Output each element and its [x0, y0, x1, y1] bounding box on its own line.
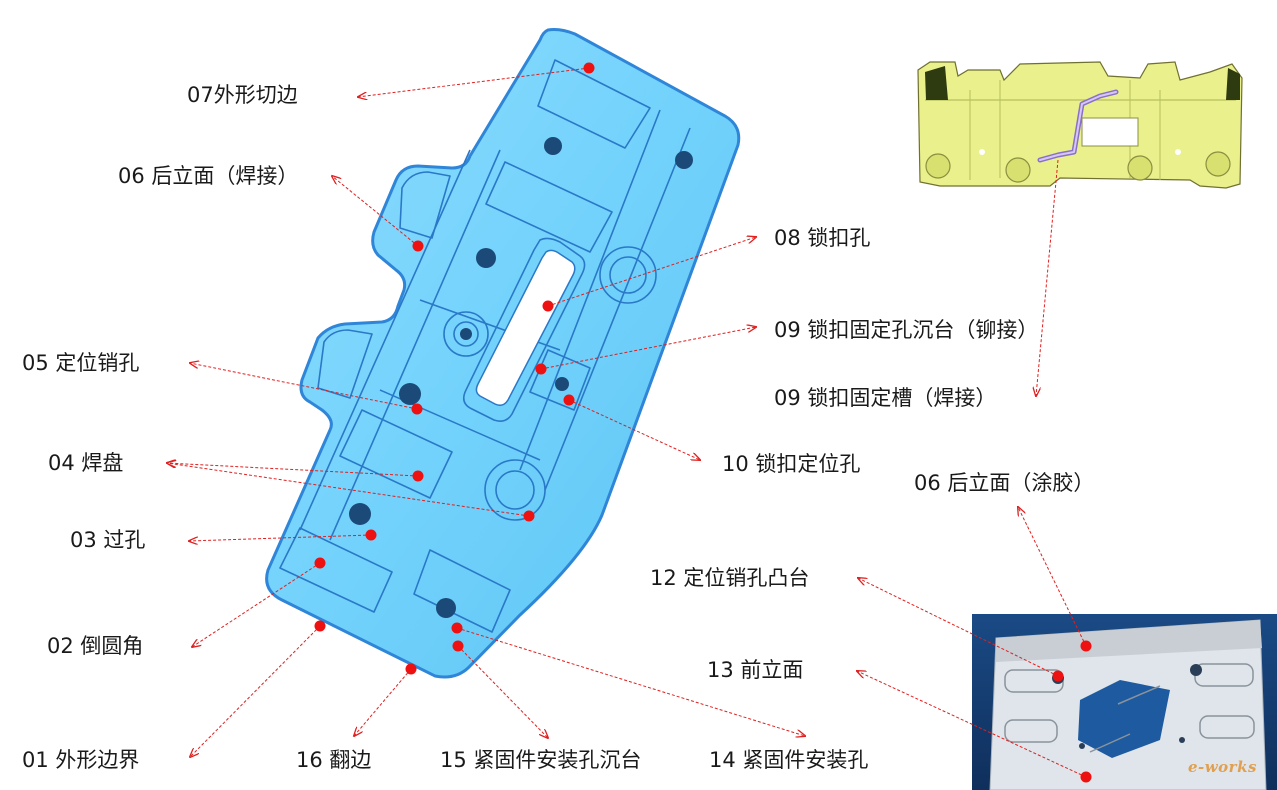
- leader-09a: [540, 327, 756, 370]
- hole-2: [675, 151, 693, 169]
- label-09-lock-slot-weld: 09 锁扣固定槽（焊接）: [774, 386, 997, 410]
- label-04-weld-pad: 04 焊盘: [48, 451, 124, 475]
- marker-04a: [412, 470, 424, 482]
- marker-07: [583, 62, 595, 74]
- hole-4: [460, 328, 472, 340]
- label-14-fastener-hole: 14 紧固件安装孔: [709, 748, 869, 772]
- leader-03: [189, 534, 372, 541]
- marker-12: [1052, 670, 1064, 682]
- leader-06b: [1018, 507, 1087, 647]
- leader-01: [190, 625, 321, 757]
- hole-5: [399, 383, 421, 405]
- part-photo: [972, 614, 1277, 790]
- marker-15: [452, 640, 464, 652]
- label-09-lock-rivet-counterbore: 09 锁扣固定孔沉台（铆接）: [774, 318, 1039, 342]
- leader-14: [456, 627, 805, 736]
- marker-14: [451, 622, 463, 634]
- hole-8: [436, 598, 456, 618]
- leader-08: [547, 237, 756, 307]
- lock-slot-hole: [475, 249, 576, 407]
- boss-rivet: [443, 311, 489, 357]
- leader-02: [192, 562, 321, 647]
- boss-lower: [484, 459, 546, 521]
- leader-lines: [167, 67, 1087, 778]
- label-01-outer-boundary: 01 外形边界: [22, 748, 140, 772]
- leader-10: [568, 399, 700, 460]
- label-10-lock-locating-hole: 10 锁扣定位孔: [722, 452, 861, 476]
- hole-3: [476, 248, 496, 268]
- pocket-upper-mid: [485, 161, 613, 253]
- hole-1: [544, 137, 562, 155]
- leader-04b: [167, 463, 530, 517]
- hole-6: [555, 377, 569, 391]
- label-15-fastener-counterbore: 15 紧固件安装孔沉台: [440, 748, 642, 772]
- ridge-a: [519, 109, 691, 491]
- marker-06b: [1080, 640, 1092, 652]
- pocket-lower-1: [339, 409, 453, 499]
- label-13-front-wall: 13 前立面: [707, 658, 804, 682]
- marker-04b: [523, 510, 535, 522]
- boss-upper-right: [599, 246, 657, 304]
- label-05-locating-pin-hole: 05 定位销孔: [22, 351, 140, 375]
- marker-08: [542, 300, 554, 312]
- marker-01: [314, 620, 326, 632]
- marker-02: [314, 557, 326, 569]
- leader-13: [857, 671, 1087, 778]
- leader-06a: [332, 176, 419, 247]
- watermark-logo: e-works: [1188, 758, 1257, 776]
- yellow-bracket: [917, 61, 1243, 189]
- markers: [314, 62, 1092, 783]
- main-part: [265, 28, 741, 679]
- leader-04a: [167, 463, 419, 477]
- marker-10: [563, 394, 575, 406]
- marker-03: [365, 529, 377, 541]
- marker-13: [1080, 771, 1092, 783]
- leader-07: [358, 67, 590, 97]
- marker-05: [411, 403, 423, 415]
- ridge-b: [299, 149, 501, 541]
- label-12-pin-hole-boss: 12 定位销孔凸台: [650, 566, 810, 590]
- label-07-trim-edge: 07外形切边: [187, 83, 298, 107]
- leader-16: [354, 668, 412, 736]
- label-06-rear-wall-adhesive: 06 后立面（涂胶）: [914, 471, 1095, 495]
- label-08-lock-hole: 08 锁扣孔: [774, 226, 871, 250]
- leader-12: [858, 578, 1059, 677]
- tab-ear-left: [317, 329, 373, 399]
- leader-09b: [1036, 159, 1059, 396]
- pocket-top: [537, 59, 651, 149]
- tab-ear-top: [399, 171, 451, 239]
- marker-06a: [412, 240, 424, 252]
- label-02-fillet: 02 倒圆角: [47, 634, 144, 658]
- label-03-through-hole: 03 过孔: [70, 528, 146, 552]
- label-06-rear-wall-weld: 06 后立面（焊接）: [118, 164, 299, 188]
- leader-05: [190, 363, 418, 410]
- lock-slot-outline: [462, 237, 586, 422]
- pocket-lower-3: [413, 549, 511, 633]
- leader-15: [457, 645, 548, 738]
- pocket-lower-2: [279, 527, 393, 613]
- label-16-flange: 16 翻边: [296, 748, 372, 772]
- marker-09a: [535, 363, 547, 375]
- marker-16: [405, 663, 417, 675]
- hole-7: [349, 503, 371, 525]
